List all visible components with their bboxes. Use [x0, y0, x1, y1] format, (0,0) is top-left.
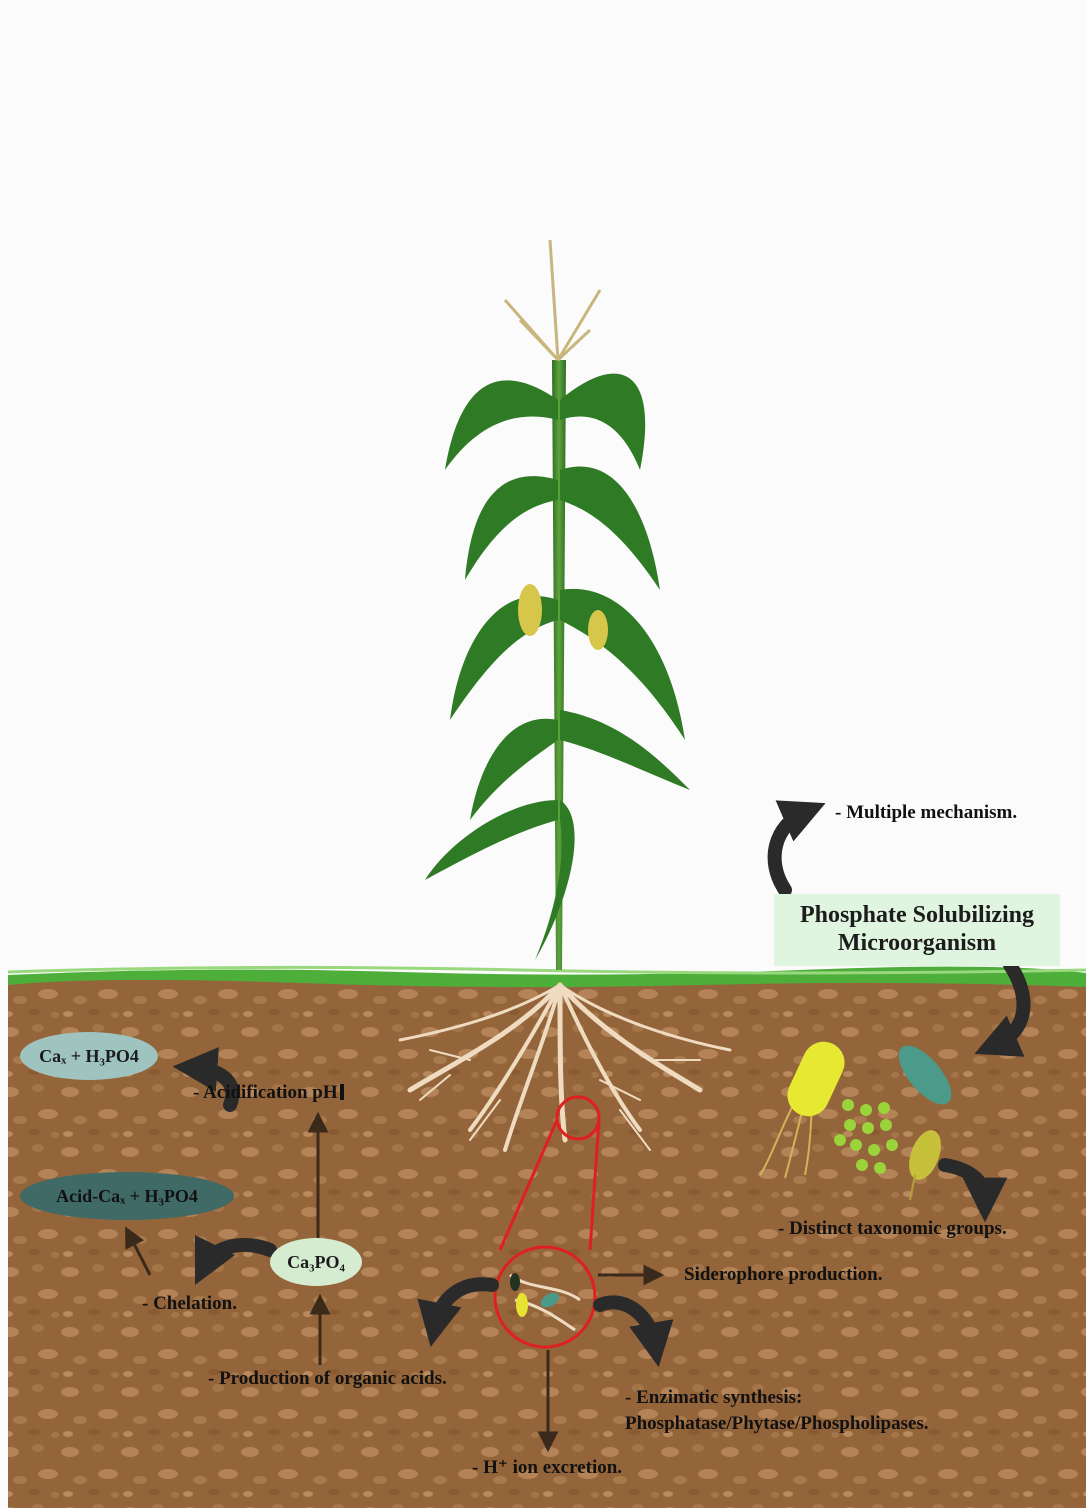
- label-siderophore: Siderophore production.: [684, 1264, 883, 1286]
- label-taxonomic-groups: - Distinct taxonomic groups.: [778, 1218, 1007, 1240]
- corn-plant: [425, 240, 690, 970]
- label-h-ion: - H⁺ ion excretion.: [472, 1457, 622, 1479]
- label-multiple-mechanism: - Multiple mechanism.: [835, 802, 1017, 824]
- figure-caption: [0, 0, 1086, 16]
- bubble-acid-ca: Acid-Caₓ + H₃PO4: [20, 1172, 234, 1220]
- psm-title-box: Phosphate Solubilizing Microorganism: [774, 894, 1060, 966]
- bubble-ca3po4: Ca₃PO₄: [270, 1238, 362, 1286]
- down-arrow-icon: [340, 1084, 344, 1100]
- label-enzimatic-1: - Enzimatic synthesis:: [625, 1387, 802, 1409]
- label-enzimatic-2: Phosphatase/Phytase/Phospholipases.: [625, 1413, 929, 1435]
- label-acidification-text: - Acidification pH: [193, 1082, 338, 1103]
- label-organic-acids: - Production of organic acids.: [208, 1368, 447, 1390]
- label-chelation: - Chelation.: [142, 1293, 237, 1315]
- psm-title-line1: Phosphate Solubilizing: [800, 902, 1034, 930]
- psm-title-line2: Microorganism: [838, 930, 996, 958]
- label-acidification: - Acidification pH: [193, 1082, 344, 1104]
- bubble-ca-h3po4: Caₓ + H₃PO4: [20, 1032, 158, 1080]
